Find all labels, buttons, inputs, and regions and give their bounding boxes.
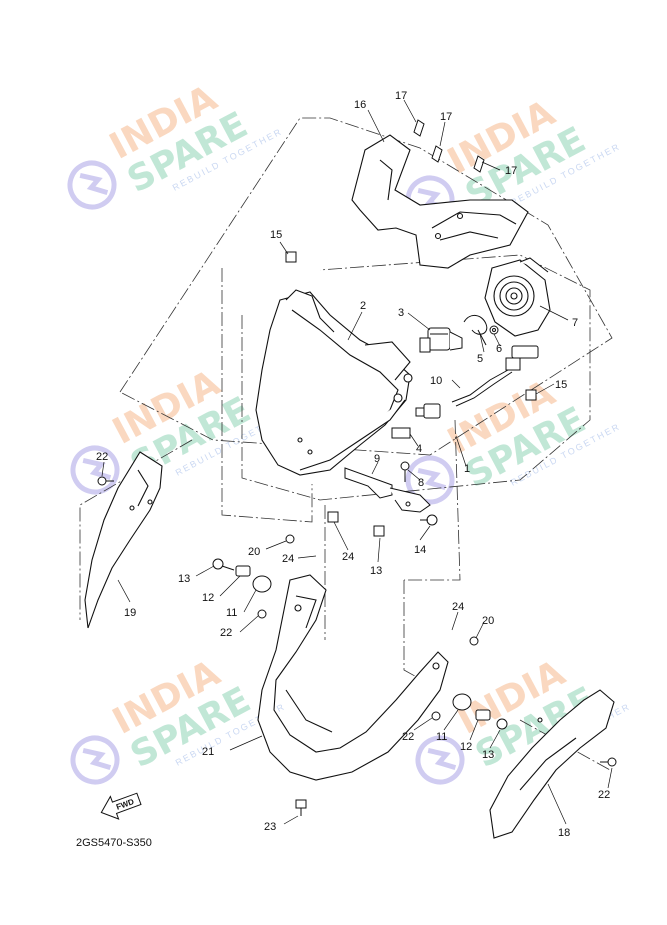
forward-arrow-icon: FWD xyxy=(100,792,142,820)
diagram-code: 2GS5470-S350 xyxy=(76,837,152,849)
callout-21: 21 xyxy=(202,746,214,758)
watermark-logo-icon xyxy=(67,160,117,210)
callout-13-right: 13 xyxy=(482,749,494,761)
callout-3: 3 xyxy=(398,307,404,319)
watermark-logo-icon xyxy=(405,455,455,505)
bolt-13-left xyxy=(212,558,235,571)
outline-right-mid xyxy=(404,419,461,581)
headlight-housing xyxy=(255,289,413,476)
callout-14: 14 xyxy=(414,544,426,556)
screw-22-right-lower xyxy=(431,711,441,721)
upper-cowl-cover xyxy=(351,134,529,269)
dust-cover xyxy=(484,257,551,337)
bulb-holder-clip xyxy=(489,325,499,335)
collar-12-left xyxy=(235,565,251,577)
callout-13-left: 13 xyxy=(178,573,190,585)
screw-17-b xyxy=(431,145,443,163)
screw-22-right-cowl xyxy=(600,757,617,767)
screw-17-c xyxy=(473,155,485,173)
callout-2: 2 xyxy=(360,300,366,312)
callout-23: 23 xyxy=(264,821,276,833)
callout-22-right-lower: 22 xyxy=(402,731,414,743)
lower-cowl xyxy=(257,574,449,781)
callout-11-right: 11 xyxy=(436,731,447,743)
bolt-20-right xyxy=(469,636,479,646)
screw-17-a xyxy=(413,119,425,137)
callout-8: 8 xyxy=(418,477,424,489)
collar-12-right xyxy=(475,709,491,721)
left-side-cowl xyxy=(84,451,163,629)
outline-upper-cover xyxy=(119,117,613,456)
callout-24-right: 24 xyxy=(452,601,464,613)
callout-9: 9 xyxy=(374,453,380,465)
headlight-bulb xyxy=(419,327,463,353)
watermark-mid-left: INDIA SPARE REBUILD TOGETHER xyxy=(70,363,287,495)
right-side-cowl xyxy=(489,689,615,839)
outline-headlight-frame xyxy=(221,268,313,523)
callout-22-left-cowl: 22 xyxy=(96,451,108,463)
watermark-bottom-left: INDIA SPARE REBUILD TOGETHER xyxy=(70,653,287,785)
bulb-spring-clip xyxy=(463,315,488,346)
outline-lower-left xyxy=(79,439,193,620)
position-lamp-socket xyxy=(391,403,441,439)
callout-7: 7 xyxy=(572,317,578,329)
callout-22-left-lower: 22 xyxy=(220,627,232,639)
callout-20-right: 20 xyxy=(482,615,494,627)
bolt-23 xyxy=(295,799,307,816)
bulb-socket-wire xyxy=(451,345,539,407)
bolt-14 xyxy=(420,514,438,526)
callout-17-c: 17 xyxy=(505,165,517,177)
bolt-20-left xyxy=(285,534,295,544)
clip-nut-24-left xyxy=(327,511,339,523)
callout-10: 10 xyxy=(430,375,442,387)
watermark-logo-icon xyxy=(70,445,120,495)
grommet-11-right xyxy=(452,693,472,711)
callout-17-a: 17 xyxy=(395,90,407,102)
screw-22-left-lower xyxy=(257,609,267,619)
callout-11-left: 11 xyxy=(226,607,237,619)
callout-19: 19 xyxy=(124,607,136,619)
watermark-top-left: INDIA SPARE REBUILD TOGETHER xyxy=(67,78,284,210)
callout-22-right-cowl: 22 xyxy=(598,789,610,801)
bolt-8 xyxy=(400,461,410,482)
callout-16: 16 xyxy=(354,99,366,111)
callout-12-right: 12 xyxy=(460,741,472,753)
callout-labels: 16 17 17 17 15 2 3 7 5 6 10 15 4 1 9 8 1… xyxy=(96,90,610,839)
callout-17-b: 17 xyxy=(440,111,452,123)
callout-15-top: 15 xyxy=(270,229,282,241)
headlight-bracket xyxy=(344,467,431,513)
callout-6: 6 xyxy=(496,343,502,355)
clip-nut-15-top xyxy=(285,251,297,263)
grommet-11-left xyxy=(252,575,272,593)
callout-15-bottom: 13 xyxy=(370,565,382,577)
assembly-outlines xyxy=(79,117,613,771)
leader-lines xyxy=(101,99,613,825)
callout-15-right: 15 xyxy=(555,379,567,391)
clip-nut-15-bottom xyxy=(373,525,385,537)
screw-22-left-cowl xyxy=(97,476,114,486)
callout-4: 4 xyxy=(416,443,422,455)
callout-24-center: 24 xyxy=(342,551,354,563)
clip-nut-15-right xyxy=(525,389,537,401)
watermark-logo-icon xyxy=(70,735,120,785)
watermark-logo-icon xyxy=(415,735,465,785)
callout-18: 18 xyxy=(558,827,570,839)
callout-5: 5 xyxy=(477,353,483,365)
callout-1: 1 xyxy=(464,463,470,475)
bolt-13-right xyxy=(496,718,508,730)
callout-24-left: 24 xyxy=(282,553,294,565)
callout-20-left: 20 xyxy=(248,546,260,558)
callout-12-left: 12 xyxy=(202,592,214,604)
